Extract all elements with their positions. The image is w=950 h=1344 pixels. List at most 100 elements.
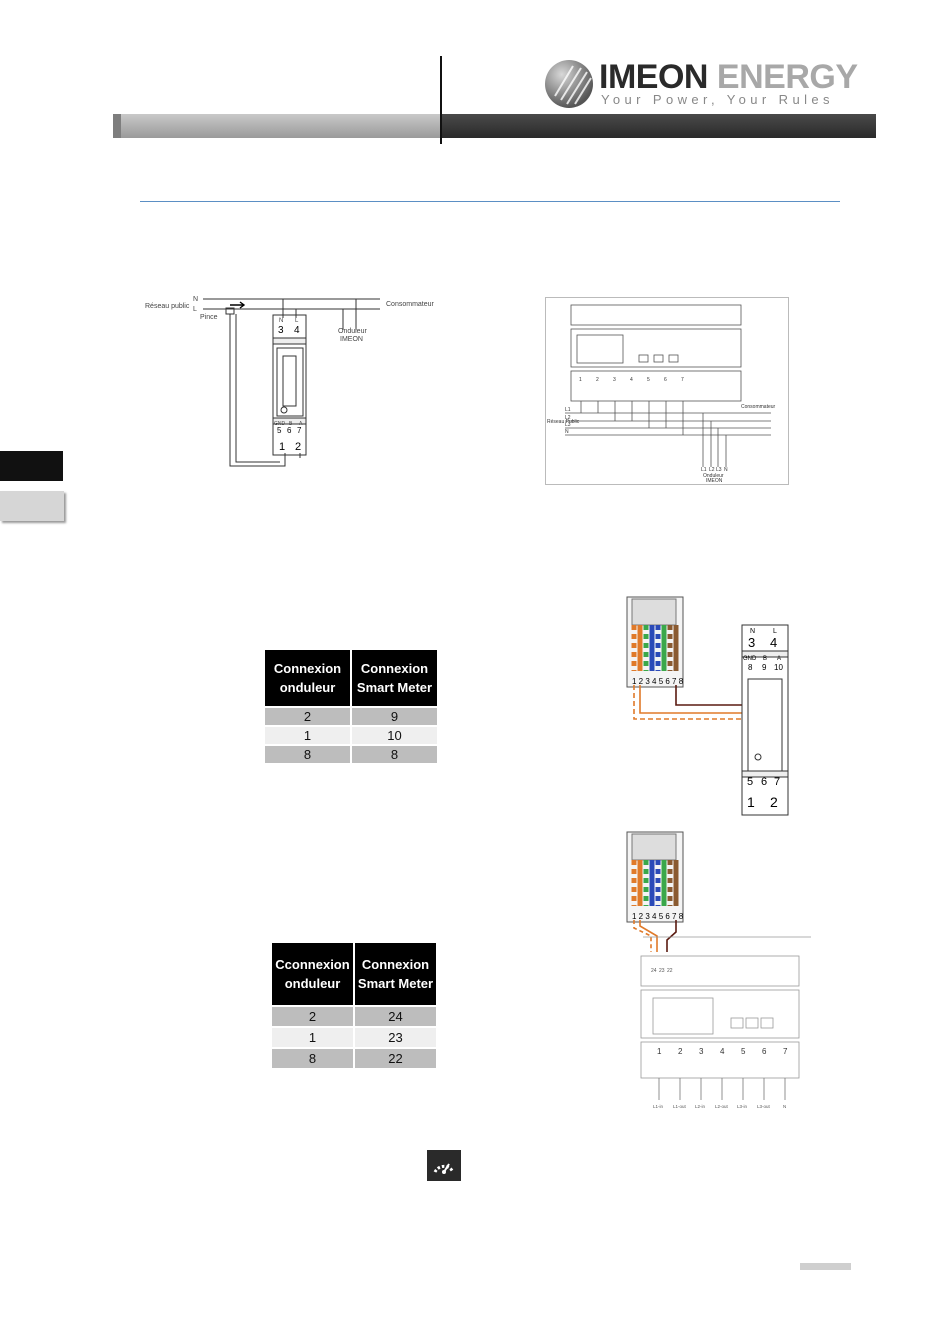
brand-title: IMEON ENERGY — [599, 58, 858, 97]
table-header: Connexion onduleur — [265, 650, 350, 706]
label-imeon: IMEON — [340, 336, 363, 343]
terminal-label-gnd: GND — [274, 421, 286, 427]
terminal-label-l: L — [295, 318, 299, 324]
terminal-label-a: A — [299, 421, 303, 427]
label-consommateur: Consommateur — [386, 301, 435, 308]
brand-word-1: IMEON — [599, 58, 708, 96]
terminal-num: 1 — [747, 794, 755, 810]
terminal-num: 9 — [762, 663, 767, 672]
side-tab-inactive[interactable] — [0, 491, 64, 521]
table-cell: 2 — [272, 1007, 353, 1026]
bottom-label: L1-out — [673, 1104, 687, 1109]
terminal-num: 2 — [596, 377, 599, 383]
table-header: Cconnexion onduleur — [272, 943, 353, 1005]
terminal-num: 3 — [613, 377, 616, 383]
table-cell: 1 — [265, 727, 350, 744]
page-number-badge — [800, 1263, 851, 1270]
header-divider — [440, 56, 442, 144]
terminal-num: 3 — [278, 325, 284, 336]
terminal-label-b: B — [763, 656, 767, 662]
terminal-num: 3 — [748, 635, 755, 650]
bottom-label: L2-out — [715, 1104, 729, 1109]
table-cell: 8 — [352, 746, 437, 763]
table-header: Connexion Smart Meter — [355, 943, 436, 1005]
rj45-pin-labels: 1 2 3 4 5 6 7 8 — [632, 912, 684, 921]
terminal-num: 4 — [770, 635, 777, 650]
inverter-label: L2 — [709, 467, 715, 473]
gauge-icon[interactable] — [427, 1150, 461, 1181]
table-header: Connexion Smart Meter — [352, 650, 437, 706]
terminal-num: 6 — [287, 426, 292, 435]
header-bar-right — [442, 114, 876, 138]
terminal-num: 2 — [678, 1047, 683, 1056]
table-row: 1 23 — [272, 1028, 436, 1047]
rj45-pin-labels: 1 2 3 4 5 6 7 8 — [632, 677, 684, 686]
terminal-num: 2 — [295, 441, 301, 453]
diagram-rj45-monophase: 1 2 3 4 5 6 7 8 N L 3 4 GND B A 8 9 10 5… — [626, 596, 789, 816]
table-cell: 22 — [355, 1049, 436, 1068]
terminal-label-n: N — [279, 318, 283, 324]
line-label: L2 — [565, 415, 571, 421]
brand-word-2: ENERGY — [716, 58, 858, 96]
terminal-label-b: B — [289, 421, 293, 427]
terminal-num: 4 — [294, 325, 300, 336]
brand-logo: IMEON ENERGY Your Power, Your Rules — [543, 56, 863, 112]
terminal-label-gnd: GND — [743, 656, 757, 662]
inverter-label: L3 — [716, 467, 722, 473]
terminal-label-l: L — [773, 628, 777, 635]
terminal-num: 7 — [681, 377, 684, 383]
terminal-num: 3 — [699, 1047, 704, 1056]
label-onduleur: Onduleur — [703, 473, 724, 479]
logo-sphere-icon — [545, 60, 593, 108]
terminal-num: 1 — [657, 1047, 662, 1056]
top-terminal-label: 22 — [667, 968, 673, 974]
bottom-label: L3-in — [737, 1104, 748, 1109]
terminal-num: 4 — [720, 1047, 725, 1056]
table-cell: 1 — [272, 1028, 353, 1047]
terminal-num: 6 — [762, 1047, 767, 1056]
side-tab-active[interactable] — [0, 451, 63, 481]
connection-table-tri: Cconnexion onduleur Connexion Smart Mete… — [270, 941, 438, 1070]
terminal-num: 5 — [747, 776, 753, 788]
terminal-num: 7 — [783, 1047, 788, 1056]
label-n: N — [193, 296, 198, 303]
inverter-label: L1 — [701, 467, 707, 473]
top-terminal-label: 24 — [651, 968, 657, 974]
header-bar-left — [113, 114, 442, 138]
table-cell: 9 — [352, 708, 437, 725]
bottom-label: L3-out — [757, 1104, 771, 1109]
line-label: L3 — [565, 422, 571, 428]
table-cell: 23 — [355, 1028, 436, 1047]
table-cell: 10 — [352, 727, 437, 744]
section-rule — [140, 201, 840, 202]
terminal-num: 5 — [741, 1047, 746, 1056]
top-terminal-label: 23 — [659, 968, 665, 974]
brand-tagline: Your Power, Your Rules — [601, 92, 834, 107]
label-consommateur: Consommateur — [741, 404, 776, 410]
line-label: L1 — [565, 407, 571, 413]
terminal-num: 5 — [277, 426, 282, 435]
terminal-num: 7 — [297, 426, 302, 435]
terminal-num: 7 — [774, 776, 780, 788]
terminal-num: 1 — [279, 441, 285, 453]
label-pince: Pince — [200, 314, 218, 321]
label-reseau: Réseau Public — [547, 419, 580, 425]
label-reseau: Réseau public — [145, 303, 190, 310]
terminal-num: 4 — [630, 377, 633, 383]
terminal-num: 2 — [770, 794, 778, 810]
terminal-num: 10 — [774, 663, 783, 672]
terminal-label-n: N — [750, 628, 755, 635]
table-cell: 8 — [265, 746, 350, 763]
table-row: 1 10 — [265, 727, 437, 744]
diagram-monophase-wiring: Réseau public N L Pince Consommateur Ond… — [145, 296, 435, 467]
table-row: 2 24 — [272, 1007, 436, 1026]
table-row: 8 8 — [265, 746, 437, 763]
terminal-num: 5 — [647, 377, 650, 383]
label-onduleur: Onduleur — [338, 328, 367, 335]
bottom-label: L1-in — [653, 1104, 664, 1109]
clamp-arrow-icon — [230, 301, 246, 309]
bottom-label: L2-in — [695, 1104, 706, 1109]
inverter-label: N — [724, 467, 728, 473]
terminal-num: 6 — [664, 377, 667, 383]
table-row: 2 9 — [265, 708, 437, 725]
